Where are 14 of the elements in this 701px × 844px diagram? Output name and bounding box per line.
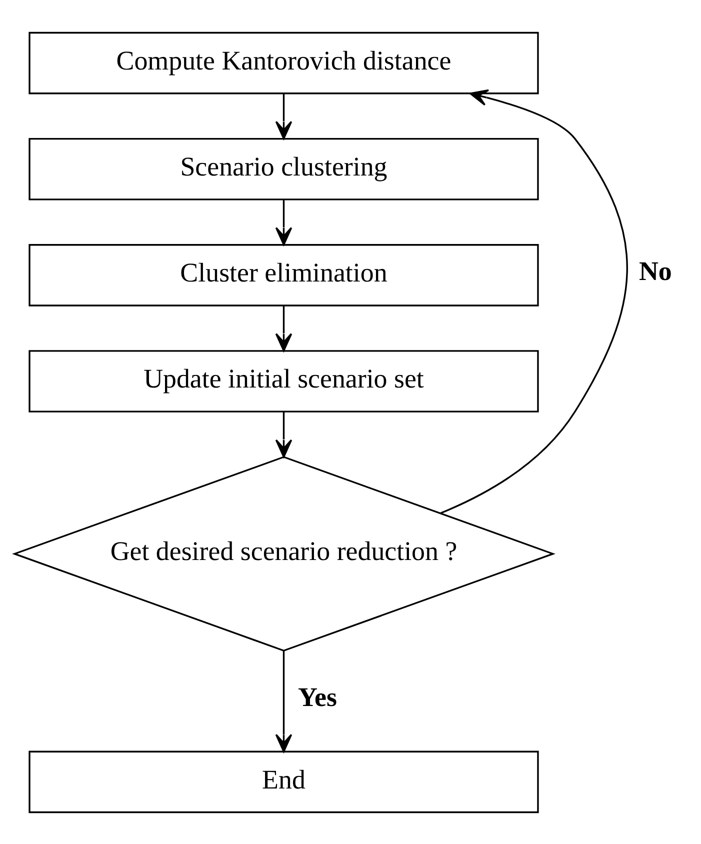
node-box: Update initial scenario set	[28, 350, 539, 412]
node-box: Cluster elimination	[28, 244, 539, 306]
node-diamond: Get desired scenario reduction ?	[12, 456, 556, 652]
node-box: End	[28, 750, 539, 813]
arrow	[275, 199, 292, 245]
arrow	[275, 650, 292, 752]
arrow	[275, 93, 292, 139]
node-box: Scenario clustering	[28, 137, 539, 200]
edge-label: No	[638, 255, 672, 286]
arrow	[440, 88, 628, 514]
edge-label: Yes	[298, 681, 337, 712]
arrow	[275, 411, 292, 458]
node-box: Compute Kantorovich distance	[28, 31, 539, 94]
arrow	[275, 306, 292, 352]
